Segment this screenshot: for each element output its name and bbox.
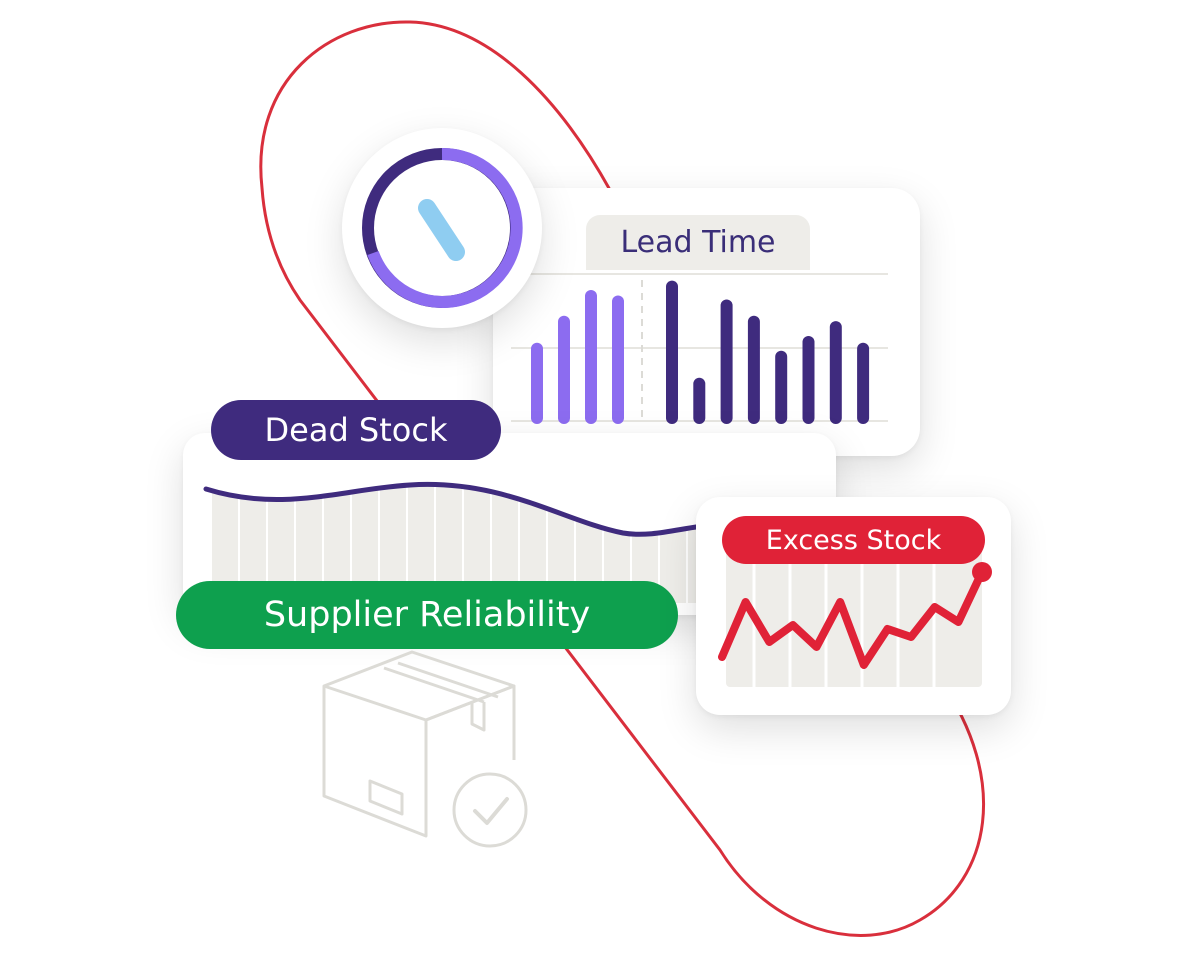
clock-icon	[362, 147, 523, 308]
lead-time-bar	[857, 342, 870, 424]
excess-stock-endpoint	[972, 562, 992, 582]
excess-stock-title: Excess Stock	[765, 524, 942, 556]
lead-time-bar	[775, 350, 788, 424]
check-circle-icon	[452, 772, 528, 848]
package-box-icon	[322, 650, 528, 848]
excess-stock-chart	[718, 545, 992, 687]
lead-time-title: Lead Time	[620, 225, 776, 260]
lead-time-bar	[693, 377, 706, 424]
lead-time-bar	[829, 321, 842, 424]
lead-time-bar	[558, 315, 570, 424]
dead-stock-title: Dead Stock	[264, 411, 448, 449]
lead-time-chart	[511, 273, 888, 424]
lead-time-card: Lead Time	[493, 188, 920, 456]
lead-time-bar	[585, 290, 597, 424]
supplier-reliability-label: Supplier Reliability	[176, 581, 678, 649]
lead-time-bar	[666, 280, 678, 424]
lead-time-bar	[720, 299, 733, 424]
lead-time-bar	[612, 295, 624, 424]
lead-time-bar	[747, 315, 760, 424]
lead-time-tab: Lead Time	[586, 215, 810, 270]
dead-stock-line	[203, 481, 716, 537]
lead-time-bar	[802, 335, 815, 424]
excess-stock-card: Excess Stock	[696, 497, 1011, 715]
supplier-reliability-title: Supplier Reliability	[263, 595, 591, 635]
clock-badge	[342, 128, 542, 328]
lead-time-bar	[531, 342, 543, 424]
excess-stock-chart-bg	[726, 545, 982, 687]
dead-stock-label: Dead Stock	[211, 400, 501, 460]
excess-stock-label: Excess Stock	[722, 516, 985, 564]
excess-stock-line	[718, 568, 986, 669]
